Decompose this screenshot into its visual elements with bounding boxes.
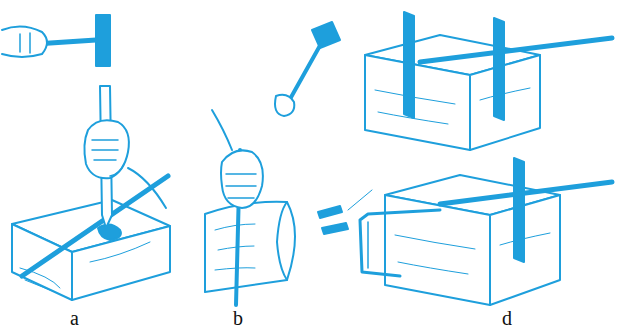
cut-mark [98, 224, 121, 240]
metal-rod [22, 176, 168, 276]
vise-plate [514, 158, 524, 262]
block-front [365, 55, 470, 150]
leader-line [348, 190, 372, 210]
cut-piece [322, 223, 348, 234]
panel-label: b [233, 308, 243, 328]
cut-piece [318, 206, 342, 218]
hand [275, 95, 294, 116]
metal-rod [440, 182, 612, 204]
vise-plate [494, 18, 504, 120]
hand-fingers [92, 140, 124, 176]
panel-label: d [502, 308, 512, 328]
metal-rod [420, 38, 612, 62]
wood-grain [375, 88, 530, 124]
anvil-block [205, 202, 295, 292]
panel-label: a [70, 308, 79, 328]
hand-fingers [20, 33, 30, 53]
saw-blade [367, 222, 369, 268]
anvil-edge [277, 202, 287, 280]
hand [221, 150, 263, 208]
hammer-head [312, 22, 340, 48]
hand [2, 26, 47, 57]
hand [84, 120, 128, 178]
arm [212, 110, 232, 150]
vise-plate [404, 12, 414, 118]
saw-frame [360, 210, 440, 276]
block-side [72, 226, 170, 300]
arm [128, 168, 166, 208]
hand-fingers [226, 174, 256, 198]
wood-grain [395, 233, 550, 274]
wood-grain [215, 224, 255, 270]
